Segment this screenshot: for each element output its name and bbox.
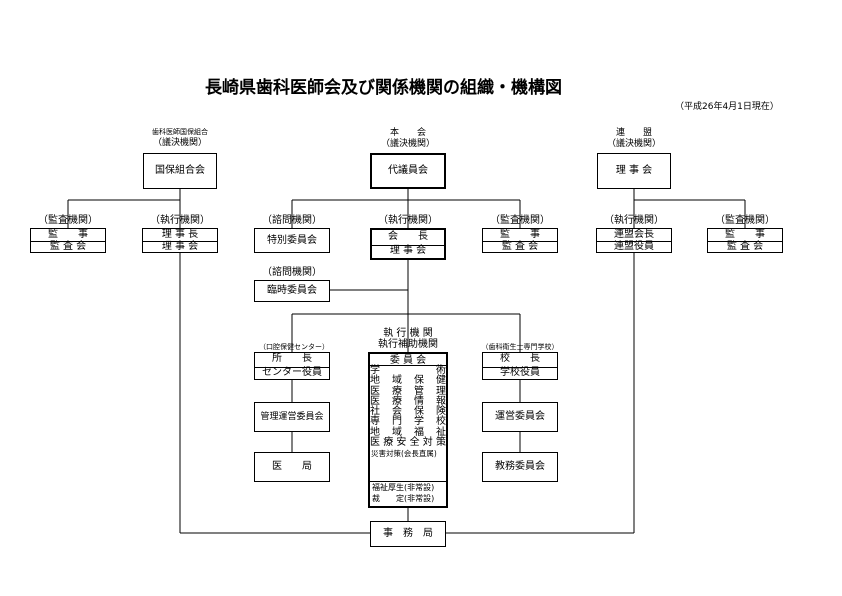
management-committee-box: 管理運営委員会 bbox=[254, 402, 330, 432]
committee-header: 委 員 会 bbox=[389, 355, 427, 366]
box-row: 理 事 会 bbox=[372, 245, 444, 256]
exec-org-label: 執 行 機 関 bbox=[383, 328, 433, 339]
committee-list: 学術 地域保健 医療管理 医療情報 社会保険 専門学校 地域福祉 医療安全対策 bbox=[370, 365, 446, 449]
box-row: 会 長 bbox=[388, 230, 428, 242]
box-label: 臨時委員会 bbox=[267, 285, 317, 296]
center-org-sub: （議決機関） bbox=[380, 139, 435, 149]
right-exec-label: （執行機関） bbox=[604, 215, 664, 226]
box-row: 所 長 bbox=[272, 353, 312, 365]
box-label: 運営委員会 bbox=[495, 411, 545, 422]
center-audit-box: 監 事 監 査 会 bbox=[482, 228, 558, 253]
special-committee-box: 特別委員会 bbox=[254, 228, 330, 253]
kokuho-kumiai-box: 国保組合会 bbox=[143, 153, 217, 189]
box-row: 監 事 bbox=[500, 228, 540, 240]
temp-committee-box: 臨時委員会 bbox=[254, 280, 330, 302]
committee-divider bbox=[368, 365, 448, 366]
box-label: 国保組合会 bbox=[155, 165, 205, 176]
box-row: 校 長 bbox=[500, 353, 540, 365]
box-row: 理 事 会 bbox=[143, 240, 217, 252]
center-exec-label: （執行機関） bbox=[378, 215, 438, 226]
list-item: 医療情報 bbox=[370, 395, 446, 407]
daigiin-kai-box: 代議員会 bbox=[370, 153, 446, 189]
center-audit-label: （監査機関） bbox=[490, 215, 550, 226]
box-row: センター役員 bbox=[255, 366, 329, 378]
left-audit-label: （監査機関） bbox=[38, 215, 98, 226]
oral-center-label: （口腔保健センター） bbox=[259, 343, 329, 351]
nonstanding-item: 福祉厚生(非常設) bbox=[372, 483, 435, 492]
list-item: 学術 bbox=[370, 365, 446, 376]
page-title: 長崎県歯科医師会及び関係機関の組織・機構図 bbox=[205, 78, 562, 98]
left-exec-box: 理 事 長 理 事 会 bbox=[142, 228, 218, 253]
committee-divider bbox=[368, 481, 448, 482]
school-box: 校 長 学校役員 bbox=[482, 352, 558, 380]
academic-committee-box: 教務委員会 bbox=[482, 452, 558, 482]
nonstanding-item: 裁 定(非常設) bbox=[372, 494, 435, 503]
committee-box: 委 員 会 bbox=[368, 352, 448, 508]
box-row: 監 事 bbox=[725, 228, 765, 240]
box-label: 管理運営委員会 bbox=[260, 411, 324, 422]
left-org-sub: （議決機関） bbox=[152, 138, 207, 148]
box-row: 連盟役員 bbox=[597, 240, 671, 252]
medical-office-box: 医 局 bbox=[254, 452, 330, 482]
exec-aux-label: 執行補助機関 bbox=[378, 339, 438, 350]
right-exec-box: 連盟会長 連盟役員 bbox=[596, 228, 672, 253]
right-audit-label: （監査機関） bbox=[715, 215, 775, 226]
box-row: 監 査 会 bbox=[31, 240, 105, 252]
list-item: 専門学校 bbox=[370, 416, 446, 428]
oral-center-box: 所 長 センター役員 bbox=[254, 352, 330, 380]
box-label: 代議員会 bbox=[388, 165, 428, 176]
list-item: 地域福祉 bbox=[370, 426, 446, 438]
right-audit-box: 監 事 監 査 会 bbox=[707, 228, 783, 253]
list-item: 社会保険 bbox=[370, 406, 446, 418]
box-row: 理 事 長 bbox=[161, 228, 199, 240]
box-row: 学校役員 bbox=[483, 366, 557, 378]
operation-committee-box: 運営委員会 bbox=[482, 402, 558, 432]
box-label: 教務委員会 bbox=[495, 461, 545, 472]
box-label: 医 局 bbox=[272, 461, 312, 472]
left-org-header: 歯科医師国保組合 bbox=[152, 128, 208, 136]
box-label: 事 務 局 bbox=[383, 528, 433, 539]
temp-advisory-label: （諮問機関） bbox=[262, 267, 322, 278]
box-row: 連盟会長 bbox=[614, 228, 654, 240]
box-label: 理 事 会 bbox=[615, 165, 653, 176]
secretariat-box: 事 務 局 bbox=[370, 521, 446, 547]
box-row: 監 査 会 bbox=[483, 240, 557, 252]
box-row: 監 査 会 bbox=[708, 240, 782, 252]
right-org-header: 連 盟 bbox=[615, 128, 652, 138]
league-board-box: 理 事 会 bbox=[597, 153, 671, 189]
school-label: （歯科衛生士専門学校） bbox=[481, 343, 559, 351]
list-item: 医療管理 bbox=[370, 385, 446, 397]
box-label: 特別委員会 bbox=[267, 234, 317, 246]
list-item: 地域保健 bbox=[370, 375, 446, 387]
date-note: （平成26年4月1日現在） bbox=[675, 102, 779, 112]
list-item: 医療安全対策 bbox=[370, 437, 446, 449]
advisory-label: （諮問機関） bbox=[262, 215, 322, 226]
center-org-header: 本 会 bbox=[389, 128, 426, 138]
disaster-item: 災害対策(会長直属) bbox=[371, 449, 437, 458]
center-exec-box: 会 長 理 事 会 bbox=[370, 228, 446, 260]
left-audit-box: 監 事 監 査 会 bbox=[30, 228, 106, 253]
left-exec-label: （執行機関） bbox=[150, 215, 210, 226]
right-org-sub: （議決機関） bbox=[606, 139, 661, 149]
box-row: 監 事 bbox=[48, 228, 88, 240]
